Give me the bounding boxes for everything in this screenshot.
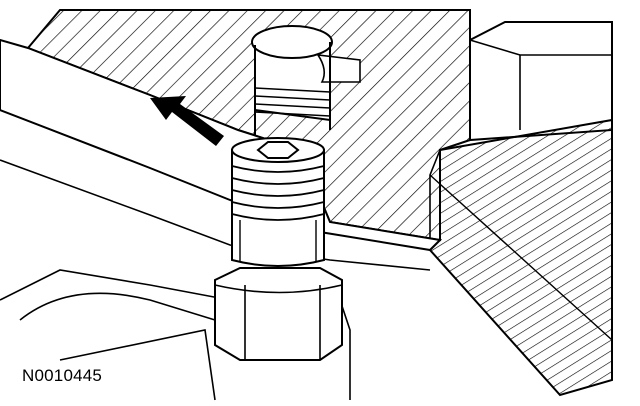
threaded-bore (251, 25, 361, 135)
callout-arrow-icon (150, 96, 224, 146)
right-block (469, 21, 613, 142)
threaded-plug (231, 137, 325, 267)
lower-casting (0, 269, 351, 401)
hex-nut (214, 267, 343, 361)
hex-socket-icon (256, 141, 300, 159)
figure-reference-code: N0010445 (22, 366, 103, 385)
right-lower-section (428, 118, 613, 397)
